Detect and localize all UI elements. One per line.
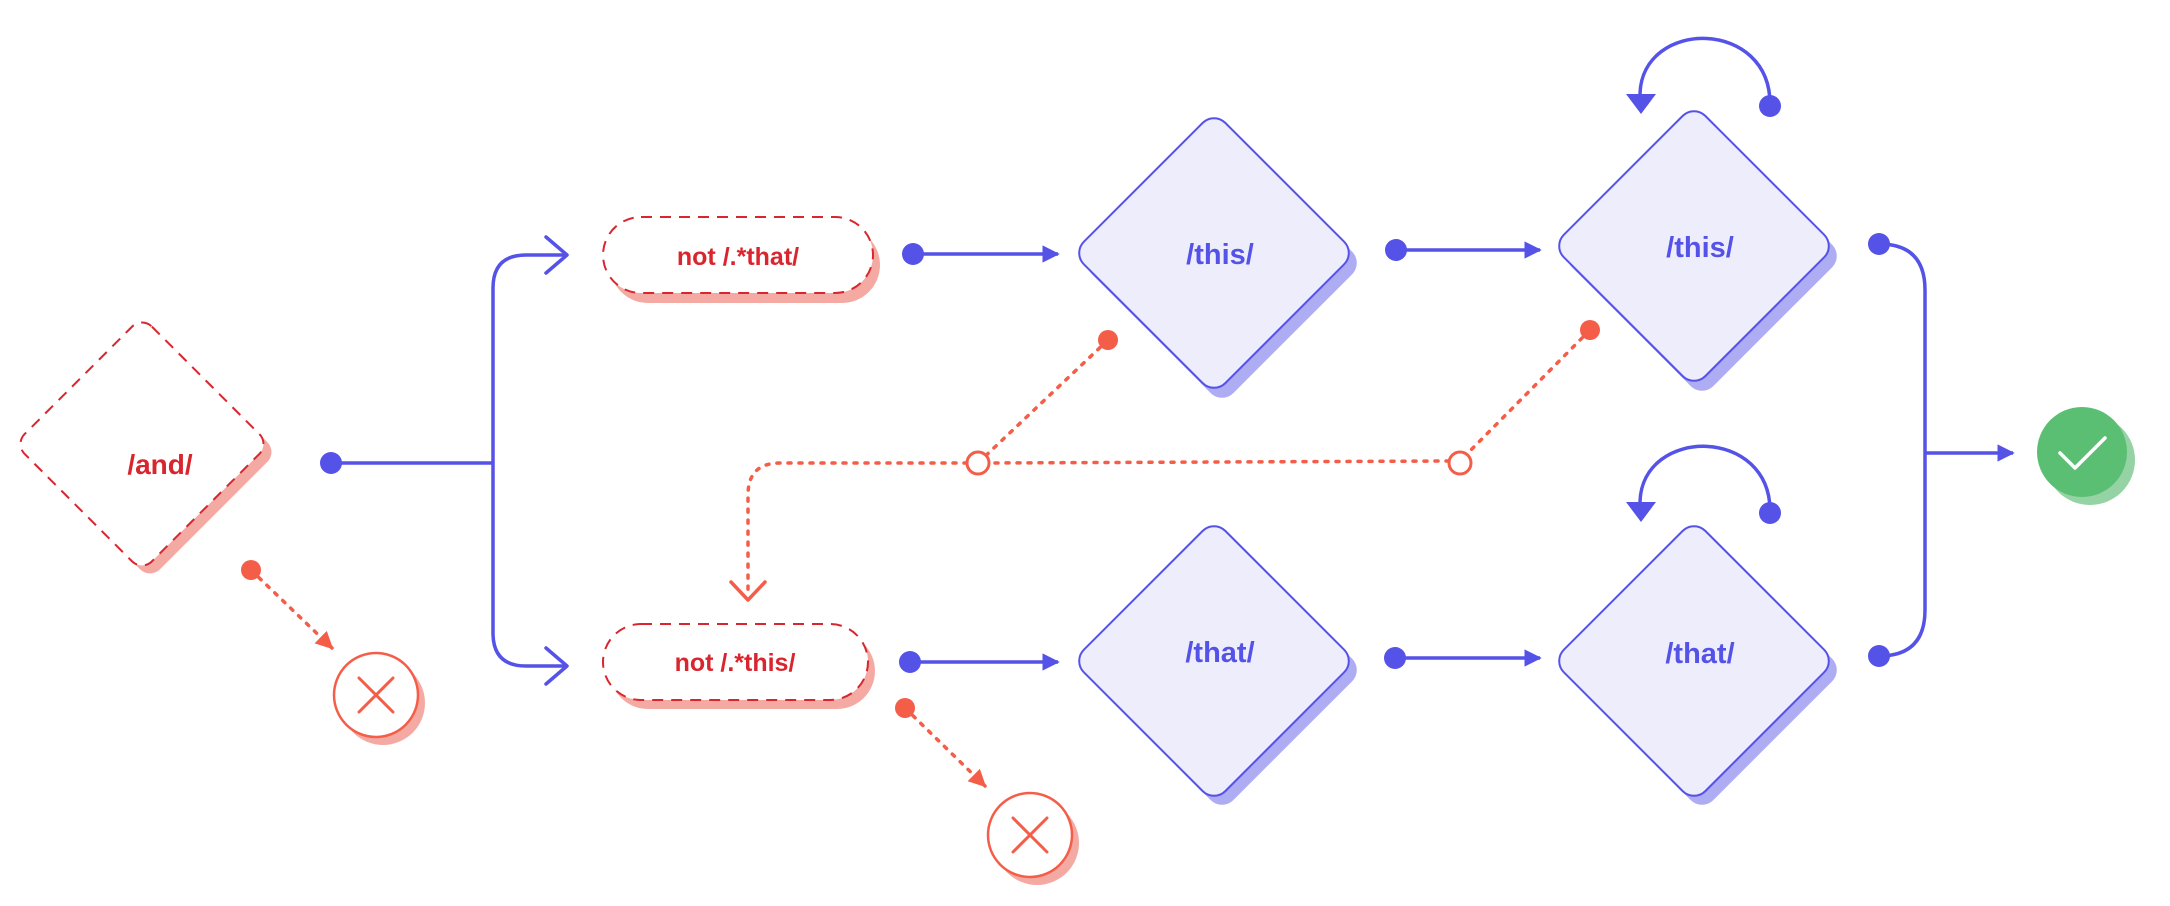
not-this-check-link-1 <box>976 338 1110 465</box>
that-loop-arrowhead <box>1626 502 1656 522</box>
branch-top-line <box>491 253 565 463</box>
and-node-label: /and/ <box>127 449 193 480</box>
that-node-1-shape <box>1078 525 1350 797</box>
this-node-1-shape <box>1078 117 1350 389</box>
not-this-fail-dot <box>895 698 915 718</box>
this-node-1-label: /this/ <box>1186 239 1254 271</box>
not-that-node-label: not /.*that/ <box>677 243 799 271</box>
branch-top-chevron-icon <box>544 235 569 275</box>
not-this-check-link-2 <box>1458 328 1592 463</box>
not-this-check-chevron-icon <box>729 580 767 602</box>
that-node-2: /that/ <box>1558 525 1837 805</box>
and-fail-dot <box>241 560 261 580</box>
that-node-2-label: /that/ <box>1665 638 1734 670</box>
branch-bottom-line <box>491 463 565 668</box>
and-fail-x-circle-icon <box>332 651 425 745</box>
that-loop-arrow-icon <box>1638 444 1772 515</box>
branch-bottom-chevron-icon <box>544 646 569 686</box>
not-this-check-merge-line <box>988 459 1451 465</box>
this-node-2-shape <box>1558 110 1830 382</box>
that-node-1-label: /that/ <box>1185 637 1254 669</box>
not-this-fail-x-circle-icon <box>986 791 1079 885</box>
success-checkmark-circle-icon <box>2037 407 2135 505</box>
this-loop-dot <box>1759 95 1781 117</box>
merge-bottom-dot <box>1868 645 1890 667</box>
not-this-node: not /.*this/ <box>602 623 875 709</box>
not-this-check-junction-1 <box>965 450 991 476</box>
merge-line <box>1878 242 1927 658</box>
and-fail-path <box>249 568 334 650</box>
not-that-node: not /.*that/ <box>602 216 880 303</box>
that-loop-dot <box>1759 502 1781 524</box>
not-this-check-junction-2 <box>1447 450 1473 476</box>
not-this-check-dot-1 <box>1098 330 1118 350</box>
not-this-node-label: not /.*this/ <box>675 649 796 677</box>
that-node-1: /that/ <box>1078 525 1357 805</box>
this-node-2-label: /this/ <box>1666 232 1734 264</box>
and-node: /and/ <box>19 321 272 574</box>
not-this-check-feed-line <box>746 461 969 597</box>
this-loop-arrowhead <box>1626 94 1656 114</box>
that-node-2-shape <box>1558 525 1830 797</box>
and-node-shape <box>19 321 265 567</box>
this-loop-arrow-icon <box>1638 36 1772 108</box>
not-this-check-dot-2 <box>1580 320 1600 340</box>
not-this-node-shape <box>602 623 869 701</box>
not-this-fail-path <box>903 706 987 788</box>
not-that-node-shape <box>602 216 874 294</box>
this-node-1: /this/ <box>1078 117 1357 398</box>
this-node-2: /this/ <box>1558 110 1837 391</box>
